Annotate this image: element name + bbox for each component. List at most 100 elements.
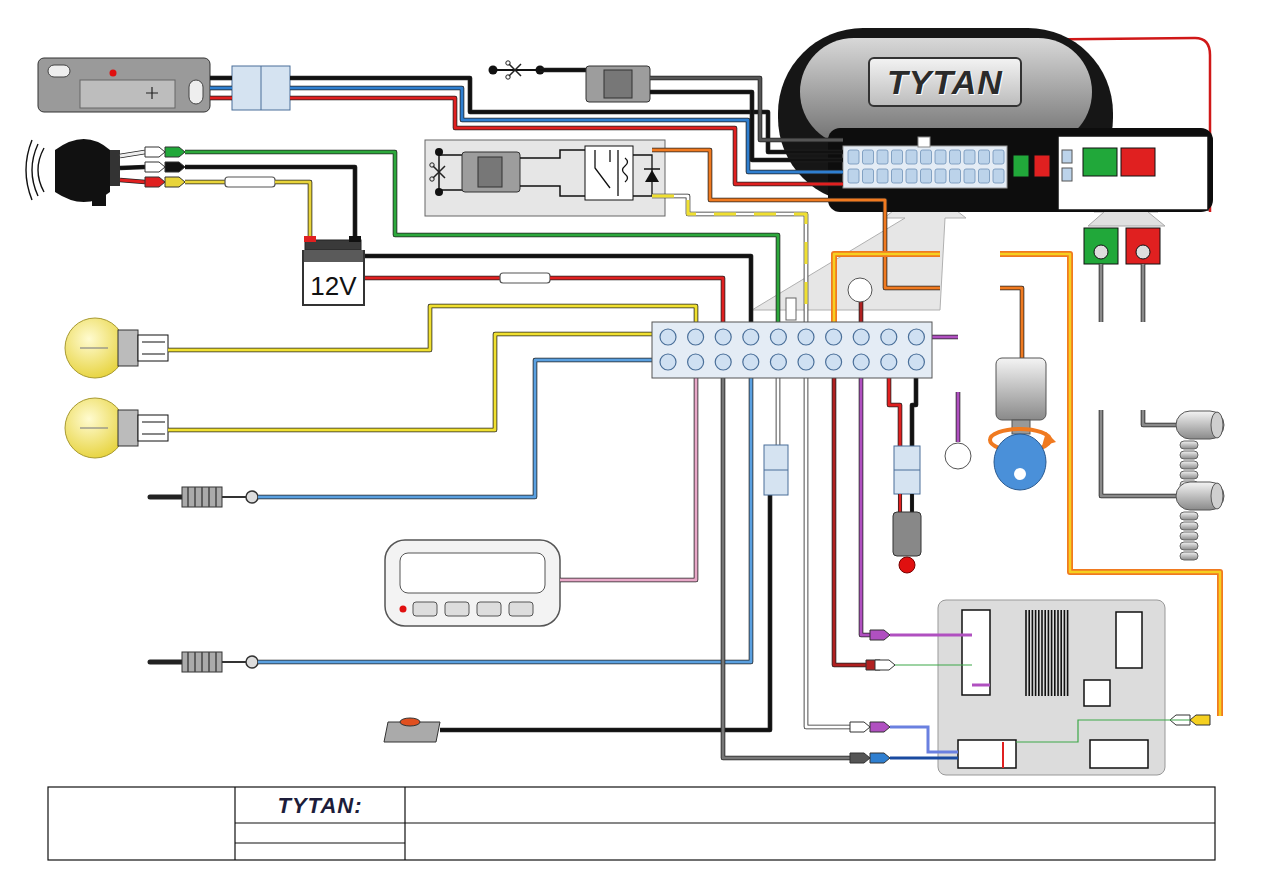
socket-pin — [1062, 150, 1072, 163]
wire — [911, 494, 914, 512]
wire-outline — [120, 152, 145, 156]
terminal-pin — [715, 329, 731, 345]
connector-split — [261, 66, 262, 110]
terminal-pin — [770, 329, 786, 345]
siren-neck — [110, 150, 120, 186]
connector-split — [764, 470, 788, 471]
wire-outline — [806, 375, 850, 727]
header-pin — [964, 150, 975, 164]
wire — [889, 375, 900, 446]
wire — [650, 78, 843, 140]
wire-outline — [185, 180, 225, 185]
cut-symbol — [509, 64, 521, 76]
terminal-pin — [743, 329, 759, 345]
pager-button — [445, 602, 469, 616]
relay-contact — [595, 150, 628, 196]
sensor-led — [110, 70, 117, 77]
key-hole — [1014, 468, 1026, 480]
diode-symbol — [645, 170, 659, 182]
header-pin — [935, 169, 946, 183]
sensor-slot — [189, 80, 203, 104]
brand-logo: TYTAN — [868, 57, 1022, 107]
header-pin — [921, 169, 932, 183]
node-label: 12V — [310, 271, 356, 302]
module-wire — [890, 727, 958, 752]
wire-outline — [776, 375, 781, 445]
wire-outline — [361, 256, 751, 330]
terminal-pin — [715, 354, 731, 370]
wire — [168, 306, 696, 350]
switch-thread — [1180, 471, 1198, 479]
pager-remote — [385, 540, 560, 626]
cut-symbol — [433, 166, 445, 178]
wire — [1000, 288, 1022, 360]
header-pin — [863, 150, 874, 164]
wire-outline — [1143, 410, 1176, 425]
terminal-pin — [881, 354, 897, 370]
cut-symbol-ring — [430, 163, 434, 167]
pin-thread — [208, 487, 210, 507]
lamp-socket — [138, 335, 168, 361]
ring-terminal — [246, 491, 258, 503]
power-socket — [1034, 155, 1050, 177]
connector-latch — [604, 70, 632, 98]
wire-outline — [210, 96, 232, 101]
header-pin — [950, 150, 961, 164]
wire-outline — [540, 68, 586, 73]
terminal-pin — [688, 329, 704, 345]
header-pin — [935, 150, 946, 164]
sound-wave — [38, 148, 44, 192]
pin-plunger — [150, 660, 182, 665]
wire-plug — [870, 630, 890, 640]
terminal-pin — [688, 354, 704, 370]
power-socket — [1083, 148, 1117, 176]
wire-plug — [1190, 715, 1210, 725]
wire-outline — [210, 76, 232, 81]
wire — [361, 256, 751, 330]
terminal-pin — [660, 354, 676, 370]
wire — [258, 360, 660, 497]
wire-outline — [652, 150, 940, 288]
module-chip-lines — [1038, 610, 1040, 696]
wire — [120, 152, 145, 156]
header-pin — [950, 169, 961, 183]
wire-plug — [870, 722, 890, 732]
wire — [168, 334, 660, 430]
status-led — [899, 557, 915, 573]
header-pin — [863, 169, 874, 183]
lamp-socket — [138, 415, 168, 441]
header-pin — [979, 150, 990, 164]
pin-plunger — [150, 495, 182, 500]
header-pin — [848, 150, 859, 164]
module-component — [1084, 680, 1110, 706]
lamp-filament — [80, 427, 108, 428]
wire-outline — [1101, 410, 1176, 496]
title-block-grid — [235, 787, 1215, 860]
battery-terminal — [304, 236, 316, 242]
wire-outline — [210, 86, 232, 91]
wire-plug — [850, 722, 870, 732]
power-socket — [1013, 155, 1029, 177]
ignition-key — [994, 434, 1046, 490]
ignition-switch — [996, 358, 1046, 420]
pin-thread — [187, 652, 189, 672]
switch-plunger — [1211, 483, 1223, 509]
pager-button — [413, 602, 437, 616]
cut-symbol-ring — [506, 61, 510, 65]
hood-switch — [1176, 411, 1224, 439]
wire — [652, 150, 940, 288]
wire — [120, 167, 145, 168]
header-tab — [918, 137, 930, 147]
module-component — [1090, 740, 1148, 768]
module-wire — [890, 757, 958, 760]
module-chip-lines — [1048, 610, 1050, 696]
terminal-block — [652, 322, 932, 378]
module-chip-lines — [1041, 610, 1043, 696]
adjust-mark — [146, 87, 158, 99]
cut-symbol-ring — [430, 177, 434, 181]
led-holder — [893, 512, 921, 556]
wire — [1100, 264, 1103, 322]
module-wire — [895, 665, 1190, 742]
module-wire — [890, 634, 972, 637]
